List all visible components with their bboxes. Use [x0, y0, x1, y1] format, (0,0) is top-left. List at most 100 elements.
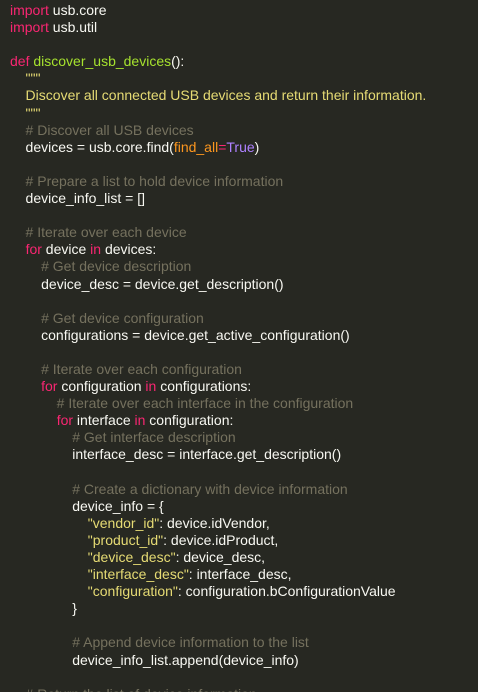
code-token: import: [10, 19, 49, 36]
code-token: interface_desc = interface.get_descripti…: [10, 446, 342, 463]
code-token: # Create a dictionary with device inform…: [10, 480, 348, 497]
code-token: device_info = {: [10, 497, 164, 514]
code-token: # Discover all USB devices: [10, 121, 194, 138]
code-token: devices:: [101, 241, 157, 258]
code-token: usb.core: [48, 2, 107, 18]
code-line: devices = usb.core.find(find_all=True): [10, 139, 478, 156]
code-token: : device.idVendor,: [159, 514, 270, 531]
code-token: "vendor_id": [10, 514, 160, 531]
code-line: ​: [10, 669, 478, 686]
code-line: for interface in configuration:: [10, 412, 478, 429]
code-token: configurations:: [156, 378, 252, 395]
code-token: # Get device description: [10, 258, 192, 275]
code-line: device_info_list.append(device_info): [10, 652, 478, 669]
code-token: find_all: [173, 138, 219, 155]
code-token: "device_desc": [10, 549, 176, 565]
code-line: "configuration": configuration.bConfigur…: [10, 583, 478, 600]
code-token: : configuration.bConfigurationValue: [177, 583, 396, 600]
code-token: configuration: [57, 378, 146, 395]
code-token: # Get interface description: [10, 429, 236, 446]
code-token: in: [90, 241, 102, 258]
code-token: [10, 412, 57, 428]
code-token: "product_id": [10, 531, 164, 548]
code-line: ​: [10, 293, 478, 310]
code-token: =: [218, 138, 227, 155]
code-line: # Prepare a list to hold device informat…: [10, 173, 478, 190]
code-token: : device_desc,: [175, 549, 266, 565]
code-token: discover_usb_devices: [33, 53, 172, 70]
code-line: ​: [10, 344, 478, 361]
code-line: # Iterate over each device: [10, 224, 478, 241]
code-token: : device.idProduct,: [163, 531, 279, 548]
code-line: # Get interface description: [10, 429, 478, 446]
code-token: for: [25, 241, 42, 258]
code-line: # Iterate over each interface in the con…: [10, 395, 478, 412]
code-token: : interface_desc,: [188, 566, 292, 583]
code-token: import: [10, 2, 49, 18]
code-line: device_desc = device.get_description(): [10, 276, 478, 293]
code-line: # Return the list of device information: [10, 686, 478, 692]
code-token: def: [10, 53, 30, 70]
code-line: """: [10, 105, 478, 122]
code-token: configurations = device.get_active_confi…: [10, 326, 350, 343]
code-line: # Append device information to the list: [10, 634, 478, 651]
code-line: # Get device description: [10, 258, 478, 275]
code-token: Discover all connected USB devices and r…: [10, 87, 427, 104]
code-line: Discover all connected USB devices and r…: [10, 87, 478, 104]
code-line: import usb.core: [10, 2, 478, 19]
code-token: device_desc = device.get_description(): [10, 275, 284, 292]
code-token: [10, 378, 41, 394]
code-line: # Get device configuration: [10, 310, 478, 327]
code-token: }: [10, 600, 77, 617]
code-token: ():: [171, 53, 185, 70]
code-token: devices = usb.core.find(: [10, 138, 174, 155]
code-token: in: [145, 378, 157, 395]
code-token: ): [254, 138, 260, 155]
code-token: "configuration": [10, 583, 178, 600]
code-line: ​: [10, 36, 478, 53]
code-line: ​: [10, 156, 478, 173]
code-line: # Iterate over each configuration: [10, 361, 478, 378]
code-line: "vendor_id": device.idVendor,: [10, 515, 478, 532]
code-token: """: [10, 104, 41, 121]
code-token: True: [226, 138, 255, 155]
code-token: configuration:: [145, 412, 234, 429]
code-token: device_info_list = []: [10, 190, 146, 207]
code-line: """: [10, 70, 478, 87]
code-token: # Prepare a list to hold device informat…: [10, 172, 284, 189]
code-token: [10, 241, 26, 257]
code-line: ​: [10, 617, 478, 634]
code-token: # Iterate over each configuration: [10, 360, 242, 377]
code-token: interface: [73, 412, 135, 429]
code-line: for device in devices:: [10, 241, 478, 258]
code-token: for: [56, 412, 74, 429]
code-line: ​: [10, 207, 478, 224]
code-line: }: [10, 600, 478, 617]
code-token: device: [41, 241, 91, 258]
code-token: """: [10, 70, 41, 87]
code-token: # Return the list of device information: [10, 686, 257, 692]
code-token: device_info_list.append(device_info): [10, 651, 299, 668]
code-line: # Discover all USB devices: [10, 122, 478, 139]
code-line: device_info = {: [10, 498, 478, 515]
code-token: in: [134, 412, 146, 429]
code-line: # Create a dictionary with device inform…: [10, 481, 478, 498]
code-line: import usb.util: [10, 19, 478, 36]
code-token: for: [41, 378, 58, 395]
code-token: usb.util: [48, 19, 98, 36]
code-line: def discover_usb_devices():: [10, 53, 478, 70]
code-token: "interface_desc": [10, 566, 189, 583]
code-line: ​: [10, 464, 478, 481]
code-line: device_info_list = []: [10, 190, 478, 207]
code-line: "device_desc": device_desc,: [10, 549, 478, 566]
code-line: "product_id": device.idProduct,: [10, 532, 478, 549]
code-line: configurations = device.get_active_confi…: [10, 327, 478, 344]
code-token: # Append device information to the list: [10, 634, 309, 651]
code-token: # Get device configuration: [10, 309, 204, 326]
code-token: # Iterate over each interface in the con…: [10, 395, 354, 412]
code-token: # Iterate over each device: [10, 224, 187, 241]
code-line: "interface_desc": interface_desc,: [10, 566, 478, 583]
code-line: for configuration in configurations:: [10, 378, 478, 395]
code-line: interface_desc = interface.get_descripti…: [10, 446, 478, 463]
